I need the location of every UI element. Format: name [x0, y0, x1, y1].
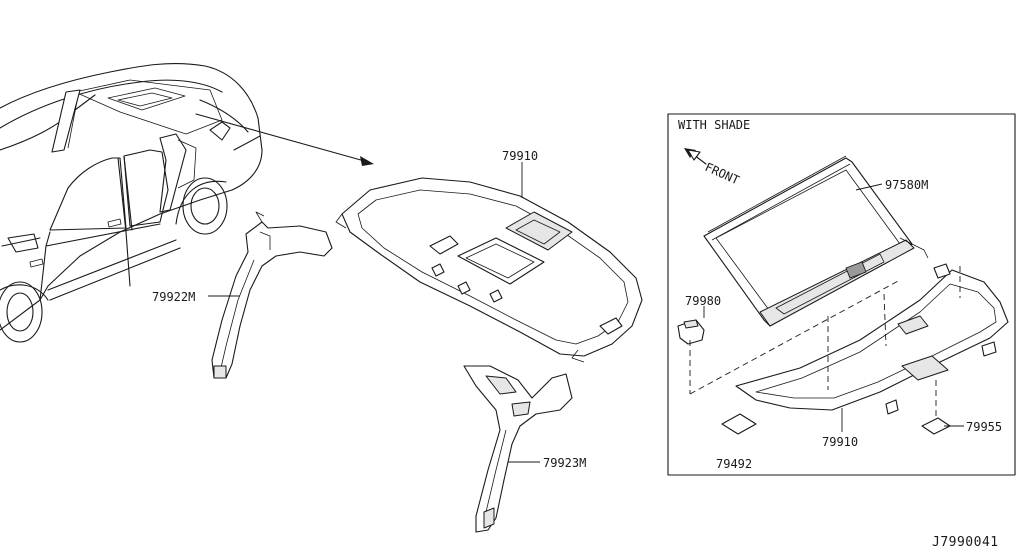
part-label-79492: 79492: [716, 457, 752, 471]
part-label-97580m: 97580M: [885, 178, 928, 192]
leader-lines: [208, 162, 964, 463]
inset-title: WITH SHADE: [678, 118, 750, 132]
headlining-main: [335, 177, 643, 363]
pillar-left: [211, 211, 333, 379]
part-label-79980: 79980: [685, 294, 721, 308]
car-illustration: [0, 62, 263, 343]
front-label: FRONT: [703, 160, 742, 187]
inset-with-shade: [667, 113, 1016, 476]
part-label-79910-main: 79910: [502, 149, 538, 163]
diagram-code: J7990041: [932, 535, 999, 550]
part-label-79910-inset: 79910: [822, 435, 858, 449]
direction-arrow: [195, 113, 374, 166]
pillar-right: [463, 365, 573, 533]
part-label-79922m: 79922M: [152, 290, 195, 304]
part-label-79955: 79955: [966, 420, 1002, 434]
part-label-79923m: 79923M: [543, 456, 586, 470]
